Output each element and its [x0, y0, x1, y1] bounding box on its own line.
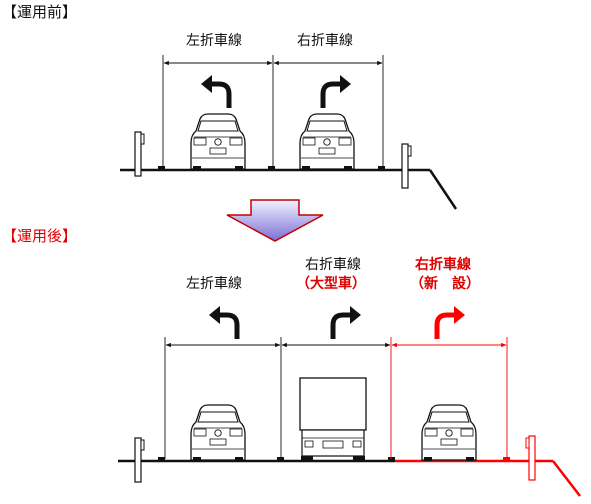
car-rear-icon [190, 113, 246, 171]
new-right-turn-arrow-icon [434, 306, 465, 339]
before-left-turn-lane-label: 左折車線 [186, 33, 242, 49]
new-right-turn-lane-note: （新 設） [410, 276, 480, 292]
after-right-turn-lane-note-large-vehicle: （大型車） [296, 276, 366, 292]
before-road-section [120, 55, 458, 210]
car-rear-icon [421, 404, 477, 462]
down-arrow-icon [226, 199, 324, 242]
truck-rear-icon [299, 377, 367, 461]
before-right-turn-lane-label: 右折車線 [297, 33, 353, 49]
before-section-title: 【運用前】 [2, 3, 78, 21]
car-rear-icon [190, 404, 246, 462]
car-rear-icon [299, 113, 355, 171]
after-left-turn-lane-label: 左折車線 [186, 276, 242, 292]
right-turn-arrow-icon [333, 306, 361, 339]
right-turn-arrow-icon [323, 75, 351, 108]
after-section-title: 【運用後】 [2, 227, 78, 245]
left-turn-arrow-icon [209, 306, 237, 339]
curb-post-icon [401, 143, 412, 189]
new-right-turn-lane-label: 右折車線 [415, 257, 471, 273]
left-turn-arrow-icon [201, 75, 229, 108]
new-curb-post-icon [525, 435, 536, 481]
after-road-section [118, 306, 581, 497]
after-right-turn-lane-label: 右折車線 [305, 257, 361, 273]
